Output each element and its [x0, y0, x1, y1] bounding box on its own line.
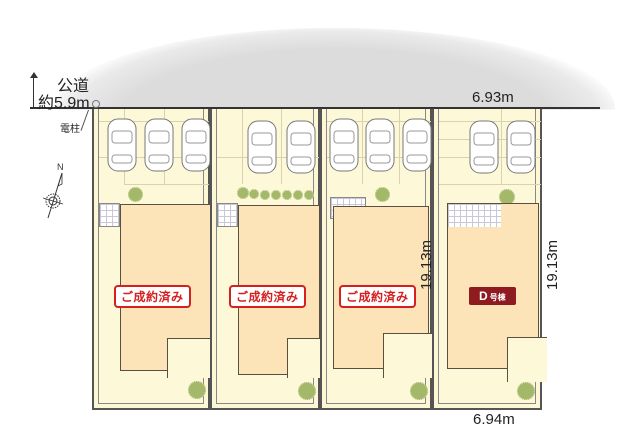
road-width-arrow: [33, 75, 34, 107]
sold-badge: ご成約済み: [229, 285, 306, 308]
arrow-head-icon: [30, 72, 38, 78]
tree-icon: [410, 382, 428, 400]
sold-badge: ご成約済み: [114, 285, 191, 308]
car-icon: [144, 118, 174, 172]
car-icon: [181, 118, 211, 172]
frontage-dimension: 6.93m: [472, 89, 514, 106]
car-icon: [469, 120, 499, 174]
deck: [99, 203, 120, 227]
lot-a[interactable]: ご成約済み: [92, 109, 215, 410]
car-icon: [107, 118, 137, 172]
car-icon: [506, 120, 536, 174]
yard-notch: [287, 338, 325, 378]
lot-suffix: 号棟: [489, 293, 506, 302]
tree-icon: [271, 190, 281, 200]
tree-icon: [517, 382, 535, 400]
utility-pole-icon: [92, 100, 100, 108]
tree-icon: [128, 187, 143, 202]
car-icon: [402, 118, 432, 172]
lot-d-depth-dimension: 19.13m: [544, 239, 561, 290]
lot-c[interactable]: ご成約済み: [320, 109, 433, 410]
lot-c-yard: [326, 109, 433, 404]
sold-badge: ご成約済み: [339, 285, 416, 308]
svg-text:N: N: [57, 162, 64, 172]
tree-icon: [298, 382, 316, 400]
house-d-ext: [501, 203, 539, 229]
deck: [217, 203, 238, 227]
north-arrow-icon: N: [42, 162, 64, 219]
tree-icon: [188, 381, 206, 399]
tree-icon: [375, 187, 390, 202]
car-icon: [247, 120, 277, 174]
road-label: 公道: [57, 78, 90, 95]
car-icon: [329, 118, 359, 172]
compass: N: [36, 160, 76, 220]
yard-notch: [507, 337, 547, 382]
road-width-label: 約5.9m: [38, 95, 90, 112]
tree-icon: [237, 187, 249, 199]
lot-b[interactable]: ご成約済み: [210, 109, 325, 410]
road-boundary-line: [30, 107, 600, 109]
car-icon: [286, 120, 316, 174]
lot-letter: D: [479, 289, 488, 303]
lot-d-yard: [438, 109, 547, 404]
tree-icon: [293, 190, 303, 200]
tree-icon: [249, 189, 259, 199]
utility-pole-label: 電柱: [60, 124, 80, 135]
rear-width-dimension: 6.94m: [473, 411, 515, 428]
car-icon: [365, 118, 395, 172]
yard-notch: [383, 333, 433, 378]
lot-a-yard: [98, 109, 215, 404]
tree-icon: [260, 190, 270, 200]
lot-b-yard: [216, 109, 325, 404]
yard-notch: [167, 338, 215, 378]
lot-c-depth-dimension: 19.13m: [418, 239, 435, 290]
tree-icon: [282, 190, 292, 200]
tree-icon: [304, 190, 314, 200]
